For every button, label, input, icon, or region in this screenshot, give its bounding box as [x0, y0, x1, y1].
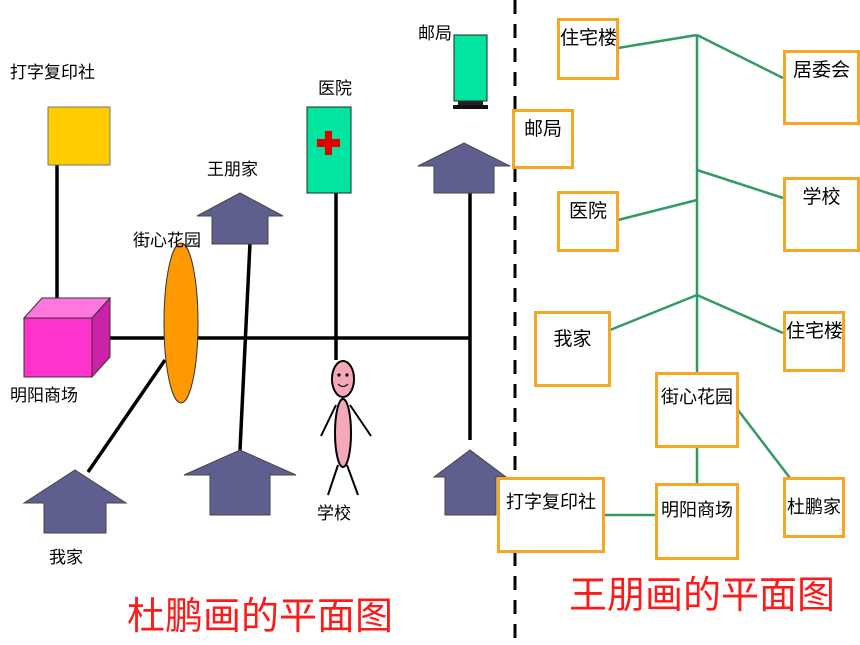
box-label: 我家 [553, 328, 592, 350]
print-shop-marker [47, 106, 111, 166]
box-school: 学校 [783, 177, 860, 252]
box-label: 医院 [568, 200, 607, 222]
left-map-title: 杜鹏画的平面图 [127, 594, 394, 638]
box-mall: 明阳商场 [655, 483, 739, 560]
box-committee: 居委会 [783, 50, 860, 125]
box-label: 邮局 [523, 118, 562, 140]
house-middle [183, 449, 297, 516]
house-my [22, 469, 128, 534]
box-label: 学校 [802, 186, 841, 208]
post-office-label: 邮局 [418, 24, 452, 44]
garden-marker [163, 242, 199, 404]
box-du-home: 杜鹏家 [783, 477, 845, 538]
my-home-label: 我家 [49, 548, 83, 568]
box-label: 杜鹏家 [787, 497, 841, 518]
box-my-home: 我家 [534, 311, 611, 387]
box-hospital: 医院 [557, 191, 619, 252]
box-residential-1: 住宅楼 [557, 18, 619, 80]
hospital-marker [306, 106, 352, 194]
post-office-marker [453, 34, 488, 109]
house-icons [22, 142, 511, 534]
box-garden: 街心花园 [655, 372, 739, 448]
house-post [417, 142, 511, 194]
print-shop-label: 打字复印社 [10, 63, 95, 83]
house-wang [196, 192, 284, 245]
mall-label: 明阳商场 [10, 386, 78, 406]
box-residential-2: 住宅楼 [783, 311, 845, 372]
school-label: 学校 [317, 504, 351, 524]
garden-label: 街心花园 [133, 231, 201, 251]
hospital-label: 医院 [318, 79, 352, 99]
school-figure-icon [320, 360, 372, 496]
house-right [432, 449, 508, 516]
box-print-shop: 打字复印社 [497, 477, 605, 553]
box-label: 打字复印社 [506, 492, 596, 513]
box-label: 居委会 [792, 59, 850, 81]
box-label: 街心花园 [661, 387, 733, 408]
mall-marker [22, 296, 112, 379]
box-label: 住宅楼 [786, 320, 844, 342]
box-label: 住宅楼 [560, 27, 618, 49]
wang-home-label: 王朋家 [207, 160, 258, 180]
right-roads [604, 33, 791, 517]
box-label: 明阳商场 [661, 500, 733, 521]
box-post-office: 邮局 [512, 109, 574, 169]
right-map-title: 王朋画的平面图 [569, 573, 836, 617]
